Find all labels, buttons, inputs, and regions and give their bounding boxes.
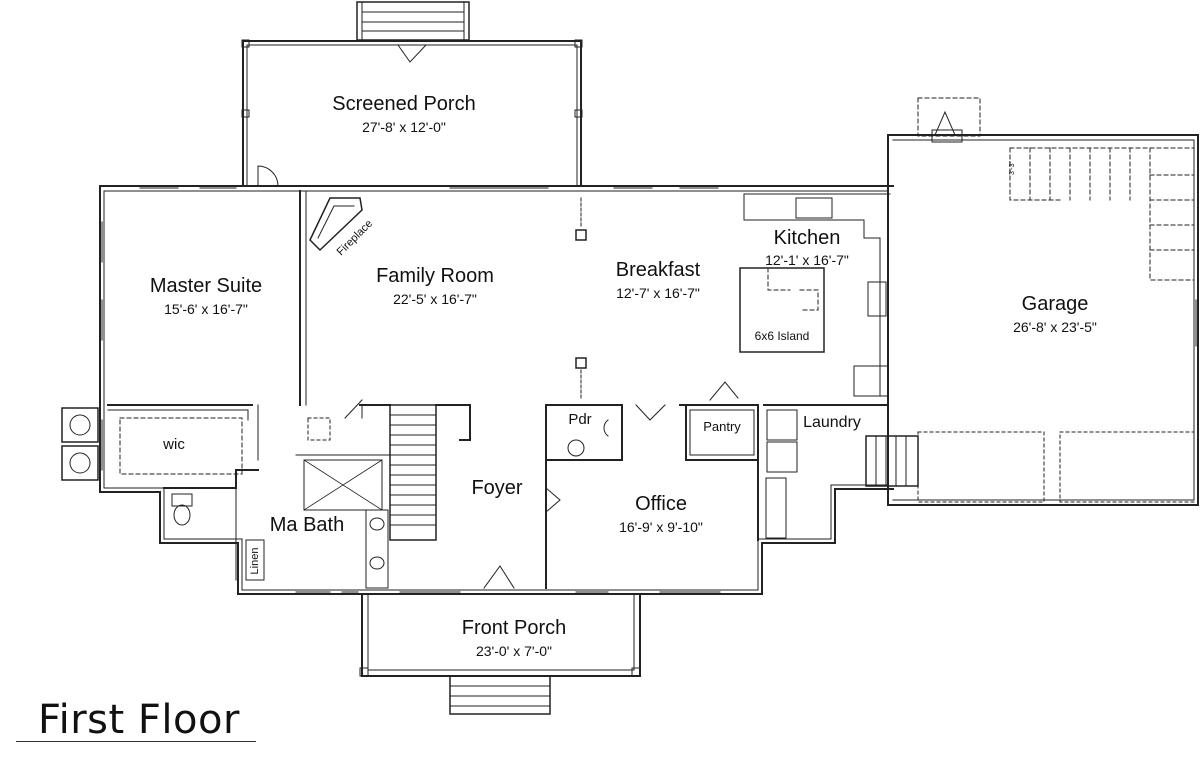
front-porch-name: Front Porch — [462, 617, 566, 639]
title-underline — [16, 741, 256, 742]
garage-dim: 26'-8' x 23'-5" — [1013, 319, 1097, 335]
fireplace-outline — [309, 197, 363, 252]
screened-porch-dim: 27'-8' x 12'-0" — [362, 119, 446, 135]
wic-name: wic — [162, 436, 185, 453]
kitchen-dim: 12'-1' x 16'-7" — [765, 252, 849, 268]
kitchen-name: Kitchen — [774, 227, 841, 249]
hvac-units — [61, 407, 99, 481]
fireplace-label: Fireplace — [335, 218, 375, 258]
garage-stair-note: 3'-3" — [1009, 161, 1016, 175]
garage-name: Garage — [1022, 293, 1089, 315]
master-suite-dim: 15'-6' x 16'-7" — [164, 301, 248, 317]
drawing-title: First Floor — [38, 697, 240, 743]
island-label: 6x6 Island — [755, 329, 810, 343]
pantry-name: Pantry — [703, 419, 741, 434]
pdr-name: Pdr — [568, 411, 591, 428]
screened-porch-name: Screened Porch — [332, 93, 475, 115]
windows — [101, 187, 721, 593]
breakfast-dim: 12'-7' x 16'-7" — [616, 285, 700, 301]
office-dim: 16'-9' x 9'-10" — [619, 519, 703, 535]
family-room-name: Family Room — [376, 265, 494, 287]
foyer-name: Foyer — [471, 477, 522, 499]
kitchen-cabinets — [739, 193, 891, 397]
ma-bath-name: Ma Bath — [270, 514, 344, 536]
laundry-name: Laundry — [803, 414, 861, 431]
master-suite-name: Master Suite — [150, 275, 262, 297]
room-labels: Screened Porch 27'-8' x 12'-0" Master Su… — [150, 93, 1097, 659]
breakfast-name: Breakfast — [616, 259, 701, 281]
garage-walls — [887, 97, 1199, 506]
linen-label: Linen — [249, 548, 261, 575]
exterior-walls — [99, 185, 894, 595]
front-porch-dim: 23'-0' x 7'-0" — [476, 643, 552, 659]
office-name: Office — [635, 493, 687, 515]
family-room-dim: 22'-5' x 16'-7" — [393, 291, 477, 307]
interior-walls — [107, 190, 919, 589]
front-porch-walls — [359, 593, 641, 715]
